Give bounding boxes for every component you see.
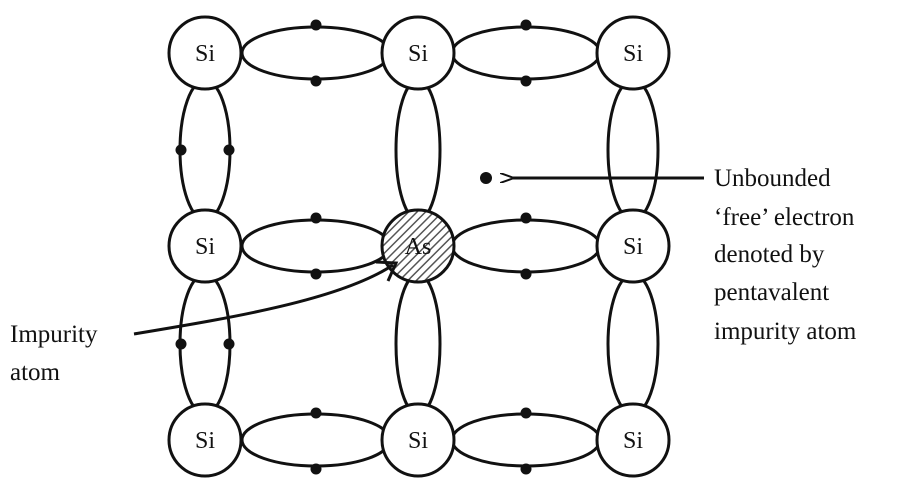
atom-labels: Si Si Si Si As Si Si Si Si xyxy=(195,41,643,454)
caption-line: denoted by xyxy=(714,241,825,268)
electron-dot xyxy=(520,268,532,280)
atom-si xyxy=(380,402,456,478)
bond-r2-left xyxy=(240,412,392,468)
electron-dot xyxy=(310,407,322,419)
bond-c2-bottom xyxy=(606,272,660,416)
free-electron-caption: Unbounded ‘free’ electron denoted by pen… xyxy=(714,165,857,345)
electron-dot xyxy=(520,463,532,475)
atom-si xyxy=(595,15,671,91)
free-electron xyxy=(480,172,492,184)
caption-line: ‘free’ electron xyxy=(714,204,855,231)
atom-label-impurity: As xyxy=(405,234,432,260)
atom-si xyxy=(167,208,243,284)
impurity-arrow xyxy=(133,263,394,336)
electron-dot xyxy=(175,144,187,156)
atom-si xyxy=(380,15,456,91)
electron-dot xyxy=(310,212,322,224)
atom-si xyxy=(595,208,671,284)
bond-c2-top xyxy=(606,78,660,222)
atom-si xyxy=(167,15,243,91)
electron-dot xyxy=(310,19,322,31)
caption-line: atom xyxy=(10,359,61,386)
atom-si xyxy=(595,402,671,478)
impurity-caption: Impurity atom xyxy=(10,321,98,386)
electron-dot xyxy=(310,268,322,280)
atom-label: Si xyxy=(408,428,428,454)
bond-c0-top xyxy=(178,78,232,222)
electron-dot xyxy=(310,75,322,87)
atom-label: Si xyxy=(195,234,215,260)
bond-r0-right xyxy=(450,25,602,81)
electron-dot xyxy=(520,407,532,419)
electron-dot xyxy=(520,19,532,31)
atom-label: Si xyxy=(195,428,215,454)
bond-c1-bottom xyxy=(394,272,442,416)
caption-line: Impurity xyxy=(10,321,98,348)
impurity-arrowhead xyxy=(375,260,399,282)
caption-line: Unbounded xyxy=(714,165,831,192)
atom-label: Si xyxy=(623,41,643,67)
bond-c0-bottom xyxy=(178,272,232,416)
atom-as-impurity xyxy=(380,208,456,284)
atom-label: Si xyxy=(195,41,215,67)
bond-r2-right xyxy=(450,412,602,468)
atom-label: Si xyxy=(623,428,643,454)
bond-r1-left xyxy=(240,218,392,274)
electron-dot xyxy=(310,463,322,475)
electron-dot xyxy=(175,338,187,350)
atom-label: Si xyxy=(408,41,428,67)
electron-dot xyxy=(520,75,532,87)
caption-line: pentavalent xyxy=(714,279,829,306)
electron-dot xyxy=(223,338,235,350)
electron-dot xyxy=(223,144,235,156)
bond-r1-right xyxy=(450,218,602,274)
atom-si xyxy=(167,402,243,478)
bond-r0-left xyxy=(240,25,392,81)
bond-c1-top xyxy=(394,78,442,222)
electron-dot xyxy=(520,212,532,224)
caption-line: impurity atom xyxy=(714,318,857,345)
bond-electrons xyxy=(175,19,532,475)
atoms xyxy=(167,15,671,478)
atom-label: Si xyxy=(623,234,643,260)
